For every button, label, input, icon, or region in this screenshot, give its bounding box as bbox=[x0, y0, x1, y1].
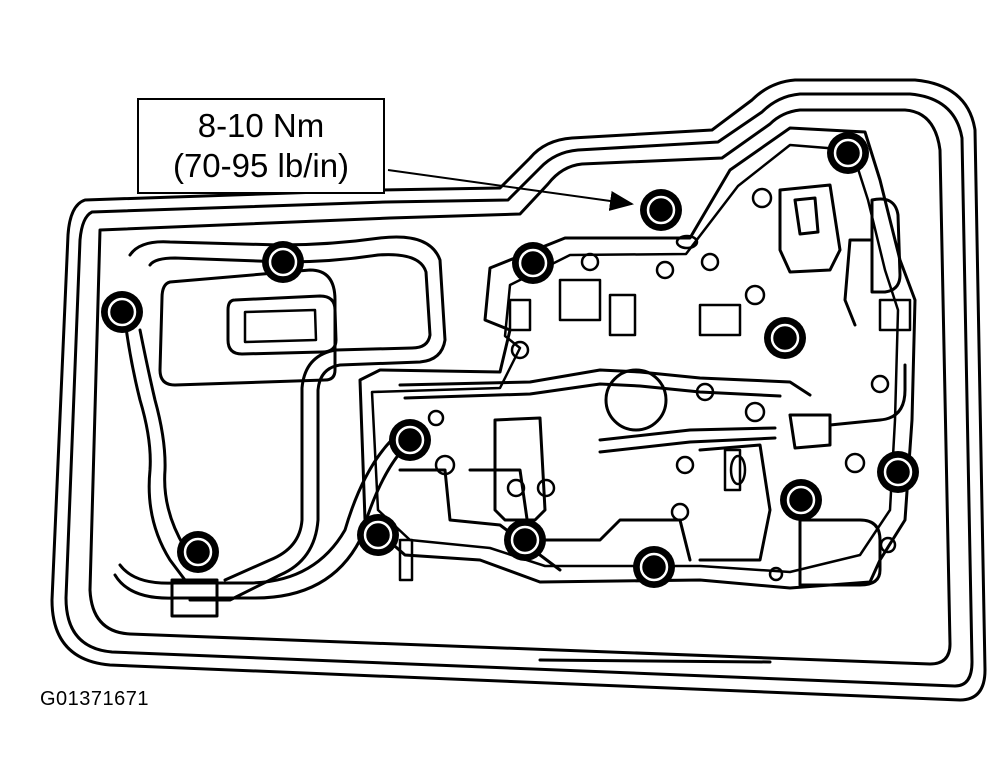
hole bbox=[655, 260, 675, 280]
hole bbox=[700, 252, 720, 272]
hole bbox=[510, 340, 530, 360]
hole bbox=[506, 478, 526, 498]
bolt-icon bbox=[101, 291, 143, 333]
pan-outline-outer bbox=[50, 78, 987, 702]
bolt-icon bbox=[177, 531, 219, 573]
hole bbox=[744, 401, 766, 423]
port-6 bbox=[398, 538, 414, 582]
pan-ledge bbox=[88, 108, 952, 666]
pin bbox=[675, 234, 699, 250]
shift-rod-upper bbox=[398, 368, 812, 397]
sensor-plug bbox=[870, 197, 902, 294]
shift-rod-lower-2 bbox=[598, 436, 777, 454]
torque-callout: 8-10 Nm (70-95 lb/in) bbox=[137, 98, 385, 194]
hole bbox=[695, 382, 715, 402]
hole bbox=[670, 502, 690, 522]
port-1 bbox=[558, 278, 602, 322]
bolt-icon bbox=[764, 317, 806, 359]
bolt-icon bbox=[877, 451, 919, 493]
hole bbox=[675, 455, 695, 475]
bolt-icon bbox=[512, 242, 554, 284]
slot bbox=[729, 454, 747, 486]
filter-tube bbox=[128, 235, 447, 602]
solenoid-wire bbox=[828, 363, 907, 427]
hole bbox=[768, 566, 784, 582]
upper-right-slot bbox=[793, 196, 820, 236]
port-3 bbox=[698, 303, 742, 337]
bolt-icon bbox=[262, 241, 304, 283]
arrow-icon bbox=[387, 169, 634, 211]
filter-window-inner bbox=[243, 308, 318, 344]
bolts bbox=[101, 132, 919, 588]
hole bbox=[751, 187, 773, 209]
solenoid-body bbox=[798, 518, 882, 587]
right-bracket bbox=[698, 443, 772, 562]
solenoid-connector bbox=[788, 413, 832, 450]
manual-valve bbox=[493, 416, 547, 522]
bolt-icon bbox=[827, 132, 869, 174]
bottom-pipe bbox=[113, 440, 412, 600]
upper-right-channel bbox=[778, 183, 842, 274]
bolt-icon bbox=[633, 546, 675, 588]
bolt-icon bbox=[780, 479, 822, 521]
tube-left-2 bbox=[138, 328, 202, 572]
shift-rod-lower bbox=[598, 426, 777, 442]
hole bbox=[844, 452, 866, 474]
hole bbox=[434, 454, 456, 476]
accumulator bbox=[604, 368, 668, 432]
tube-left bbox=[123, 318, 187, 582]
bolt-icon bbox=[357, 514, 399, 556]
filter-body bbox=[158, 268, 337, 387]
hole bbox=[744, 284, 766, 306]
port-4 bbox=[508, 298, 532, 332]
bolt-icon bbox=[504, 519, 546, 561]
torque-imperial: (70-95 lb/in) bbox=[172, 147, 350, 184]
port-2 bbox=[608, 293, 637, 337]
bolt-icon bbox=[640, 189, 682, 231]
port-5 bbox=[723, 448, 742, 492]
hole bbox=[536, 478, 556, 498]
figure-code: G01371671 bbox=[40, 688, 150, 710]
bottom-pipe-2 bbox=[118, 430, 402, 585]
pan-outline-inner bbox=[64, 92, 974, 688]
hole bbox=[580, 252, 600, 272]
sensor-wire bbox=[843, 238, 872, 327]
hole bbox=[870, 374, 890, 394]
hole bbox=[427, 409, 445, 427]
hole bbox=[879, 536, 897, 554]
torque-metric: 8-10 Nm bbox=[197, 107, 325, 144]
filter-window bbox=[226, 294, 338, 356]
port-7 bbox=[878, 298, 912, 332]
pan-step bbox=[538, 658, 772, 664]
pipe-clamp bbox=[170, 578, 219, 618]
shift-rod-upper-2 bbox=[403, 382, 782, 400]
bolt-icon bbox=[389, 419, 431, 461]
